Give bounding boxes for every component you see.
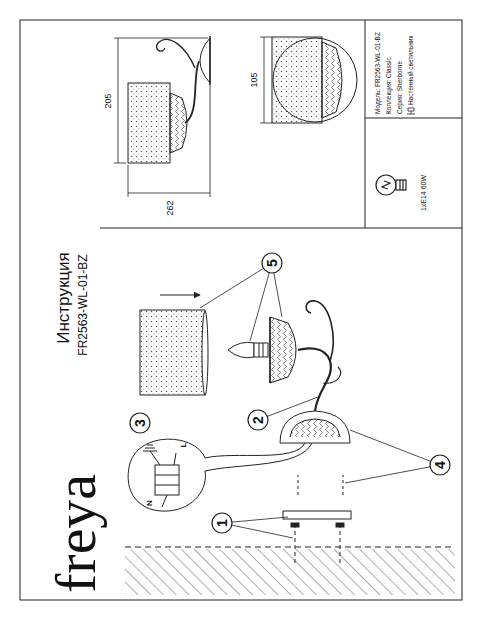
bulb-icon	[376, 175, 406, 195]
wire	[174, 453, 176, 465]
dimension-262	[128, 85, 210, 197]
screw	[343, 475, 344, 495]
side-canopy	[200, 38, 210, 83]
brand-logo: freya	[43, 474, 110, 593]
leader-lines	[200, 268, 431, 538]
assembly-arrow	[160, 295, 200, 296]
side-scroll	[157, 39, 195, 68]
canopy-ornament	[290, 419, 340, 437]
dimension-105	[260, 37, 272, 123]
spec-line: Настенный светильник	[407, 36, 414, 105]
callout-number: 5	[264, 259, 280, 267]
callout-number: 2	[250, 416, 266, 424]
divider	[365, 118, 462, 119]
dimension-205	[114, 38, 208, 163]
terminal-divider	[155, 475, 179, 476]
screw	[298, 475, 299, 495]
lamp-arm	[298, 348, 331, 411]
wire	[162, 495, 167, 507]
arm-scroll	[306, 301, 333, 361]
screw-head	[336, 523, 344, 527]
wall-surface	[125, 547, 455, 548]
dimension: 205	[103, 93, 113, 108]
wall-hatching	[125, 549, 455, 595]
wire-label: L	[179, 443, 188, 448]
detail-bubble	[128, 439, 205, 511]
callout-number: 3	[132, 419, 148, 427]
callout-number: 4	[432, 461, 448, 469]
arm-scroll	[323, 367, 341, 383]
spec-line: Серия: Sherborne	[396, 61, 403, 114]
dimension: 262	[165, 200, 175, 215]
spec-line: Коллекция: Classic	[385, 57, 392, 114]
wire	[205, 443, 305, 458]
front-cup	[322, 42, 342, 118]
front-canopy	[273, 38, 357, 122]
screw-head	[291, 523, 299, 527]
terminal-divider	[155, 485, 179, 486]
lamp-shade	[140, 310, 205, 395]
lamp-spec: 1xE14 60W	[420, 175, 428, 211]
divider	[100, 228, 462, 229]
dimension: 105	[249, 72, 259, 87]
divider	[365, 20, 366, 228]
canopy	[280, 411, 350, 443]
wall-lamp-icon	[407, 108, 415, 114]
page-frame	[20, 20, 462, 600]
shade-rim	[202, 311, 208, 395]
decorative-cup	[270, 317, 296, 383]
model-code: FR2563-WL-01-BZ	[77, 254, 91, 355]
wire-label: N	[145, 500, 154, 506]
mounting-bar	[283, 511, 351, 519]
wire	[205, 443, 312, 471]
screw	[295, 523, 296, 563]
ground-symbol	[143, 445, 157, 451]
side-arm	[185, 61, 199, 123]
screw	[340, 523, 341, 563]
wire	[150, 451, 160, 465]
front-shade	[272, 37, 322, 123]
spec-line: Модель: FR2563-WL-01-BZ	[374, 32, 381, 114]
callout-number: 1	[214, 519, 230, 527]
candle-bulb	[228, 342, 254, 357]
side-shade	[128, 83, 170, 163]
side-cup	[170, 93, 187, 153]
bulb-socket	[254, 343, 268, 357]
callout-circles	[130, 253, 450, 533]
terminal-block	[155, 465, 179, 495]
document-title: Инструкция	[54, 252, 74, 344]
